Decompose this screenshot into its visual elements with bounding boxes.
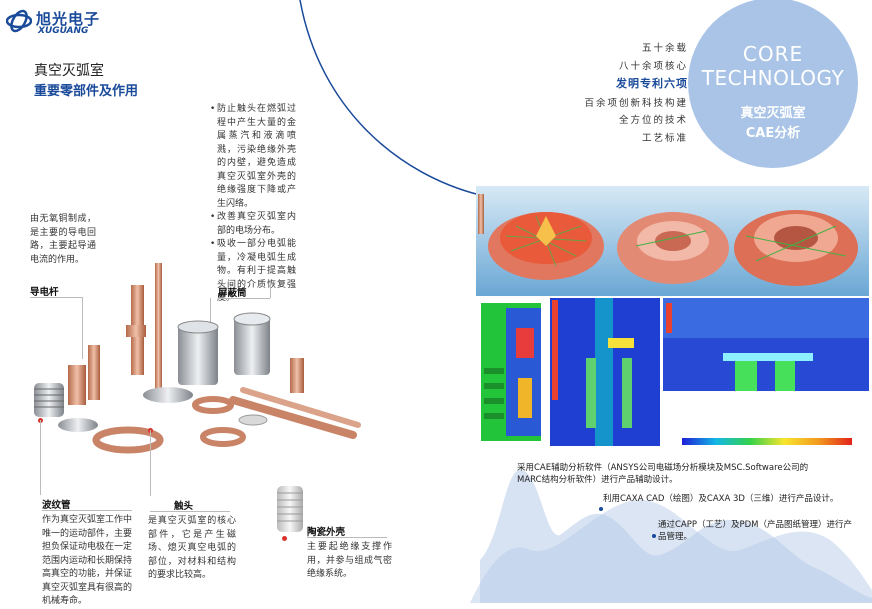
shield-bullet-1: 防止触头在燃弧过程中产生大量的金属蒸汽和液滴喷溅，污染绝缘外壳的内壁，避免造成真… (210, 103, 296, 211)
core-line-5: 全方位的技术 (618, 115, 688, 126)
cae-field-cross-section-3 (663, 298, 869, 391)
shield-bullet-2: 改善真空灭弧室内部的电场分布。 (210, 211, 296, 238)
core-line-2: 八十余项核心 (618, 61, 688, 72)
shield-label: 屏蔽筒 (218, 288, 247, 299)
core-line-4: 百余项创新科技构建 (584, 98, 688, 109)
bellows-label: 波纹管 (42, 500, 71, 511)
cae-3d-simulation-image (476, 186, 869, 296)
bellows-part (34, 383, 64, 417)
rod-label: 导电杆 (30, 287, 59, 298)
bellows-description: 作为真空灭弧室工作中唯一的运动部件，主要担负保证动电极在一定范围内运动和长期保持… (42, 515, 133, 606)
cae-field-cross-section-1 (476, 298, 548, 446)
cae-text-1: 采用CAE辅助分析软件（ANSYS公司电磁场分析模块及MSC.Software公… (517, 463, 809, 485)
brand-mark-icon (6, 9, 32, 33)
shield-cylinder (178, 325, 218, 385)
page-subtitle: 重要零部件及作用 (34, 84, 139, 99)
core-technology-circle: CORE TECHNOLOGY 真空灭弧室 CAE分析 (688, 0, 858, 168)
core-title-1: CORE (742, 42, 804, 66)
contact-description: 是真空灭弧室的核心部件，它是产生磁场、熄灭真空电弧的部位，对材料和结构的要求比较… (148, 516, 236, 580)
ceramic-description: 主要起绝缘支撑作用，并参与组成气密绝缘系统。 (307, 542, 392, 579)
cae-text-3: 通过CAPP（工艺）及PDM（产品图纸管理）进行产品管理。 (658, 520, 853, 542)
page-title: 真空灭弧室 (34, 63, 104, 79)
core-line-3: 发明专利六项 (616, 77, 688, 90)
cae-color-legend-bar (682, 438, 852, 445)
core-sub-1: 真空灭弧室 (740, 106, 806, 121)
contact-ring (92, 426, 164, 454)
rod-description: 由无氧铜制成，是主要的导电回路，主要起导通电流的作用。 (30, 214, 96, 265)
core-title-2: TECHNOLOGY (701, 66, 845, 90)
parts-illustration (34, 263, 361, 454)
ceramic-shell-image (277, 486, 303, 532)
brand-name-en: XUGUANG (38, 26, 89, 36)
cae-text-2: 利用CAXA CAD（绘图）及CAXA 3D（三维）进行产品设计。 (603, 494, 839, 504)
cae-field-cross-section-2 (550, 298, 660, 446)
contact-label: 触头 (174, 501, 194, 512)
conducting-rod (155, 263, 162, 393)
brand-name-cn: 旭光电子 (36, 10, 101, 28)
core-line-6: 工艺标准 (641, 133, 688, 144)
ceramic-label: 陶瓷外壳 (307, 527, 346, 538)
brand-logo: 旭光电子 XUGUANG (6, 6, 126, 40)
core-sub-2: CAE分析 (745, 126, 801, 141)
core-line-1: 五十余载 (641, 43, 688, 54)
